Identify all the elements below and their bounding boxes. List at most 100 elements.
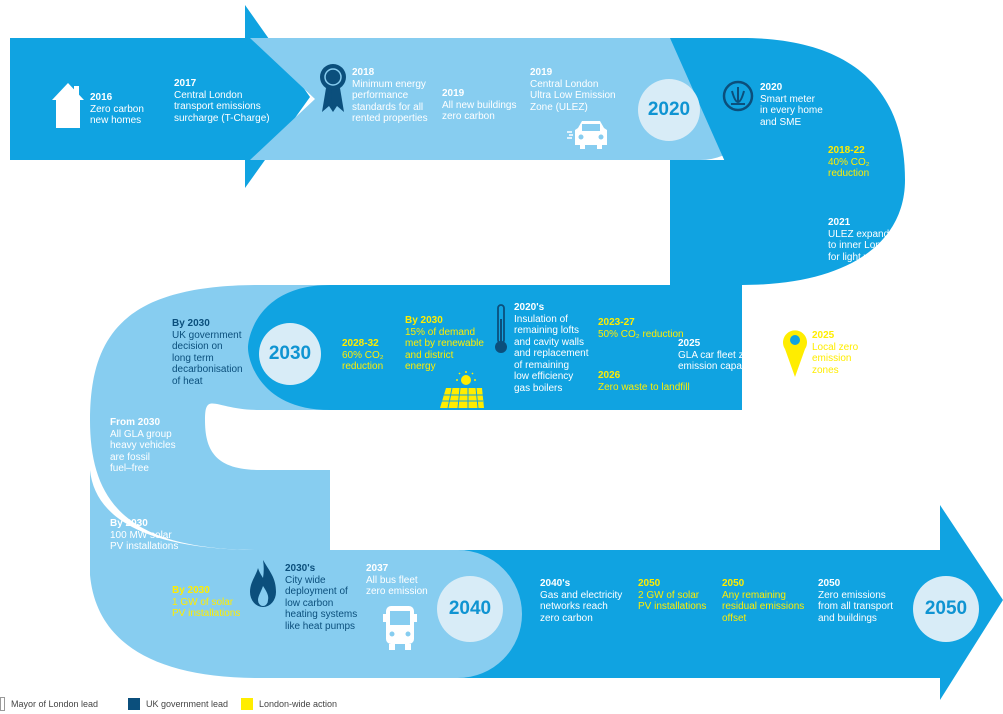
legend-label: UK government lead — [146, 699, 229, 709]
legend-swatch — [128, 698, 140, 710]
milestone-text: Gas and electricity networks reach zero … — [540, 589, 623, 624]
milestone-year: 2025 — [678, 338, 701, 349]
milestone-text: Smart meter in every home and SME — [760, 93, 823, 128]
milestone-year: 2018-22 — [828, 145, 865, 156]
milestone-year: 2028-32 — [342, 338, 379, 349]
decade-2020-circle: 2020 — [638, 79, 700, 141]
award-ribbon-icon — [320, 64, 346, 112]
road-bottom-band — [90, 470, 1003, 700]
milestone-year: 2050 — [818, 578, 841, 589]
milestone-text: City wide deployment of low carbon heati… — [285, 574, 358, 632]
milestone-text: ULEZ expanded to inner London for light … — [828, 228, 901, 263]
milestone-text: Any remaining residual emissions offset — [722, 589, 805, 624]
milestone-text: 2 GW of solar PV installations — [638, 589, 707, 613]
decade-2040-circle: 2040 — [437, 576, 503, 642]
milestone-year: By 2030 — [405, 315, 443, 326]
milestone-year: From 2030 — [110, 417, 161, 428]
milestone-year: By 2030 — [110, 518, 148, 529]
milestone-text: Central London transport emissions surch… — [174, 89, 270, 124]
milestone-text: 15% of demand met by renewable and distr… — [405, 326, 484, 373]
legend-label: London-wide action — [259, 699, 338, 709]
bus-icon — [383, 606, 417, 650]
thermometer-icon — [495, 304, 507, 353]
milestone-year: 2021 — [828, 217, 851, 228]
house-icon — [52, 83, 84, 128]
legend-swatch — [241, 698, 253, 710]
milestone-text: 100 MW solar PV installations — [110, 529, 179, 553]
milestone-text: Zero carbon new homes — [90, 103, 144, 127]
legend-london-wide: London-wide action — [241, 697, 337, 711]
milestone-year: 2037 — [366, 563, 389, 574]
milestone-year: 2050 — [638, 578, 661, 589]
milestone-text: All new buildings zero carbon — [442, 99, 517, 123]
milestone-text: All GLA group heavy vehicles are fossil … — [110, 428, 176, 475]
milestone-text: Minimum energy performance standards for… — [352, 78, 428, 125]
milestone-text: 50% CO₂ reduction — [598, 328, 684, 340]
solar-panel-icon — [440, 371, 484, 409]
road-middle-band — [90, 285, 742, 550]
milestone-year: By 2030 — [172, 318, 210, 329]
decade-2050-circle: 2050 — [913, 576, 979, 642]
milestone-text: Local zero emission zones — [812, 341, 859, 376]
milestone-text: GLA car fleet zero emission capable — [678, 349, 759, 373]
legend-label: Mayor of London lead — [11, 699, 99, 709]
milestone-year: 2023-27 — [598, 317, 635, 328]
decade-2030-circle: 2030 — [259, 323, 321, 385]
milestone-text: Zero waste to landfill — [598, 381, 690, 393]
milestone-text: Zero emissions from all transport and bu… — [818, 589, 894, 624]
milestone-year: 2030's — [285, 563, 316, 574]
milestone-year: By 2030 — [172, 585, 210, 596]
milestone-text: 60% CO₂ reduction — [342, 349, 384, 373]
milestone-text: UK government decision on long term deca… — [172, 329, 243, 387]
milestone-text: All bus fleet zero emission — [366, 574, 428, 598]
flame-icon — [250, 560, 276, 607]
milestone-year: 2050 — [722, 578, 745, 589]
legend-mayor: Mayor of London lead — [0, 697, 98, 711]
milestone-year: 2018 — [352, 67, 375, 78]
road-top-band — [10, 5, 905, 285]
milestone-year: 2025 — [812, 330, 835, 341]
milestone-year: 2026 — [598, 370, 621, 381]
milestone-year: 2019 — [530, 67, 553, 78]
milestone-year: 2019 — [442, 88, 465, 99]
milestone-text: Insulation of remaining lofts and cavity… — [514, 313, 589, 394]
milestone-text: Central London Ultra Low Emission Zone (… — [530, 78, 616, 113]
milestone-year: 2020 — [760, 82, 783, 93]
milestone-year: 2016 — [90, 92, 113, 103]
milestone-year: 2017 — [174, 78, 197, 89]
milestone-text: 40% CO₂ reduction — [828, 156, 870, 180]
legend-uk-government: UK government lead — [128, 697, 228, 711]
electric-car-icon — [567, 121, 607, 149]
milestone-year: 2020's — [514, 302, 545, 313]
legend-swatch — [0, 697, 5, 711]
milestone-year: 2040's — [540, 578, 571, 589]
milestone-text: 1 GW of solar PV installations — [172, 596, 241, 620]
smart-meter-icon — [722, 80, 754, 112]
